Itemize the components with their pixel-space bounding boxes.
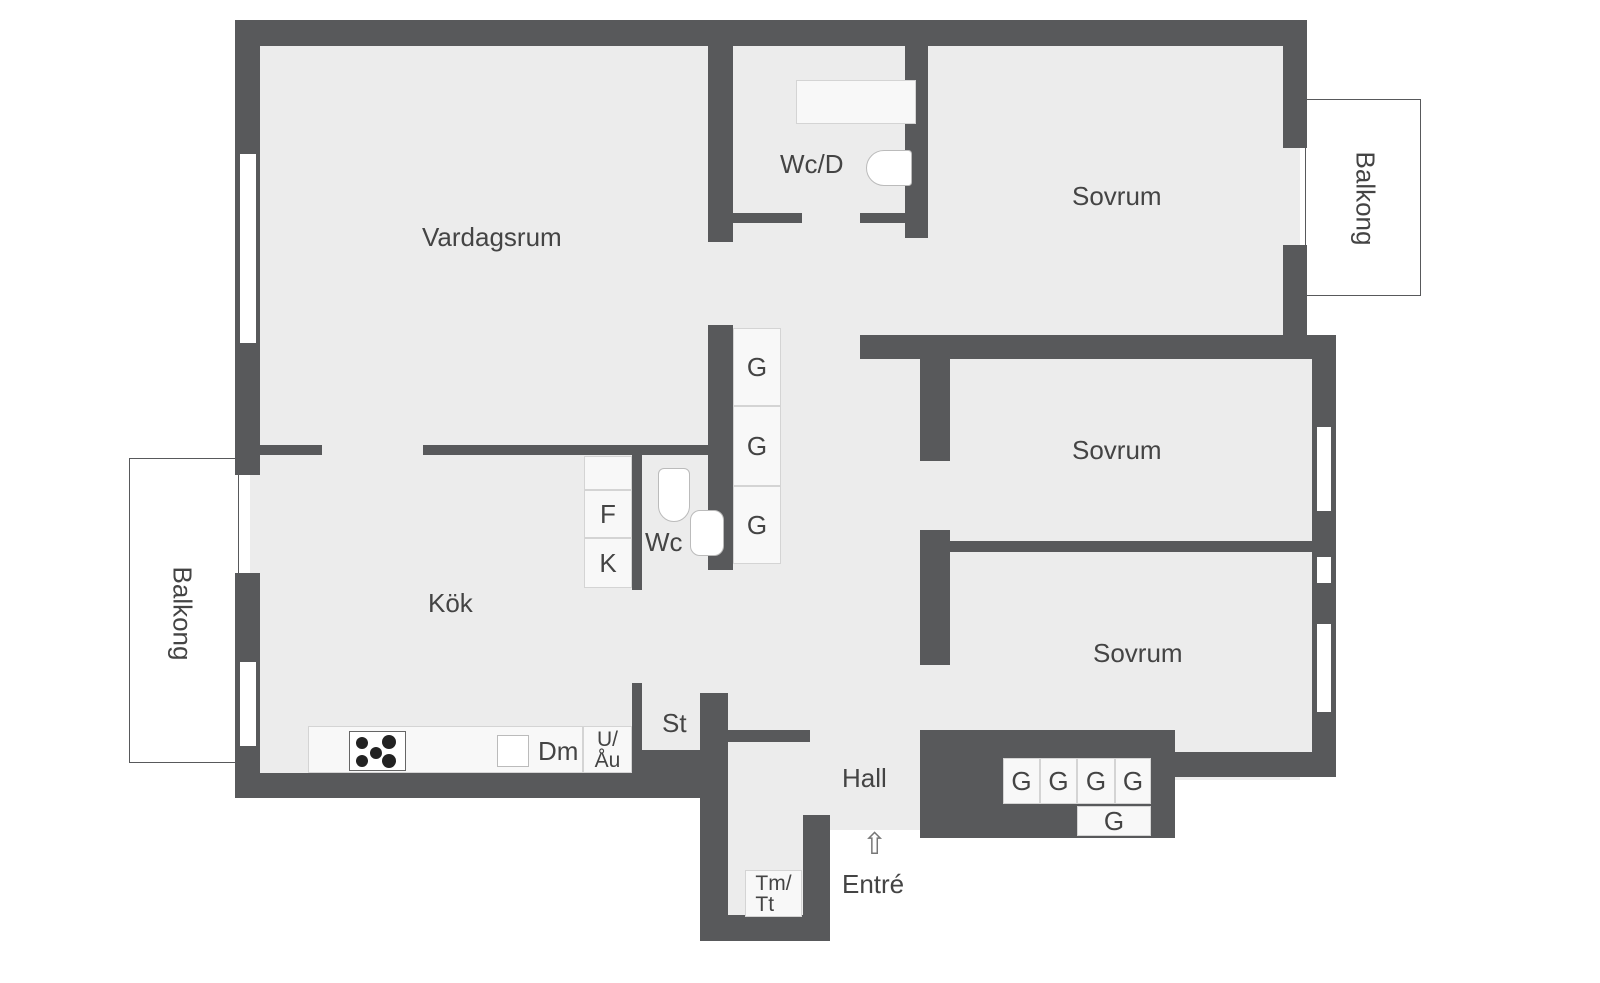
- wardrobe: G: [1077, 806, 1151, 836]
- wall: [640, 750, 705, 798]
- room-label-living: Vardagsrum: [422, 222, 562, 252]
- wall: [235, 20, 1307, 46]
- sink-icon: [497, 735, 529, 767]
- wall: [258, 445, 322, 455]
- window: [238, 152, 258, 345]
- balcony-right: [1305, 99, 1421, 296]
- entrance-label: Entré: [842, 869, 905, 899]
- room-label-bedroom1: Sovrum: [1072, 181, 1162, 211]
- window: [238, 660, 258, 748]
- room-label-kitchen: Kök: [428, 588, 473, 618]
- room-label-bedroom2: Sovrum: [1072, 435, 1162, 465]
- toilet-icon: [866, 150, 912, 186]
- wardrobe: G: [1040, 758, 1077, 804]
- room-label-wc: Wc: [645, 527, 683, 557]
- balcony-left-label: Balkong: [167, 566, 198, 661]
- kitchen-cabinet: [584, 456, 632, 490]
- room-label-bedroom3: Sovrum: [1093, 638, 1183, 668]
- fridge: F: [584, 490, 632, 538]
- wall: [950, 541, 1312, 552]
- wall: [708, 44, 733, 242]
- window: [1315, 425, 1333, 513]
- wardrobe: G: [1077, 758, 1115, 804]
- entrance-arrow-icon: ⇧: [862, 828, 888, 861]
- window: [1315, 555, 1333, 585]
- stove-icon: [349, 731, 406, 771]
- wall: [1150, 752, 1336, 777]
- window: [1315, 622, 1333, 714]
- wardrobe: G: [733, 406, 781, 486]
- wall: [920, 358, 950, 461]
- washer-dryer: Tm/ Tt: [745, 870, 802, 917]
- bathtub: [796, 80, 916, 124]
- wall: [803, 815, 830, 941]
- wall: [423, 445, 723, 455]
- sink-icon: [690, 510, 724, 556]
- wall: [632, 455, 642, 590]
- floor-bedrooms: [940, 350, 1320, 760]
- room-label-hall: Hall: [842, 763, 887, 793]
- oven-microwave-label: U/ Åu: [594, 727, 621, 772]
- wall: [632, 683, 642, 778]
- wall: [905, 44, 928, 238]
- wall: [728, 730, 810, 742]
- toilet-icon: [658, 468, 690, 522]
- freezer: K: [584, 538, 632, 588]
- room-label-storage: St: [662, 708, 687, 738]
- wall: [730, 213, 802, 223]
- wall: [860, 335, 1336, 359]
- oven-microwave: U/ Åu: [583, 726, 632, 773]
- wall: [860, 213, 915, 223]
- room-label-bathroom: Wc/D: [780, 149, 844, 179]
- wardrobe: G: [733, 328, 781, 406]
- wall: [1283, 20, 1307, 148]
- wall: [920, 530, 950, 665]
- washer-dryer-label: Tm/ Tt: [755, 871, 792, 916]
- wardrobe: G: [1003, 758, 1040, 804]
- wardrobe: G: [733, 486, 781, 564]
- wall: [700, 693, 728, 941]
- wardrobe: G: [1115, 758, 1151, 804]
- dishwasher-label: Dm: [538, 736, 579, 766]
- balcony-right-label: Balkong: [1350, 151, 1381, 246]
